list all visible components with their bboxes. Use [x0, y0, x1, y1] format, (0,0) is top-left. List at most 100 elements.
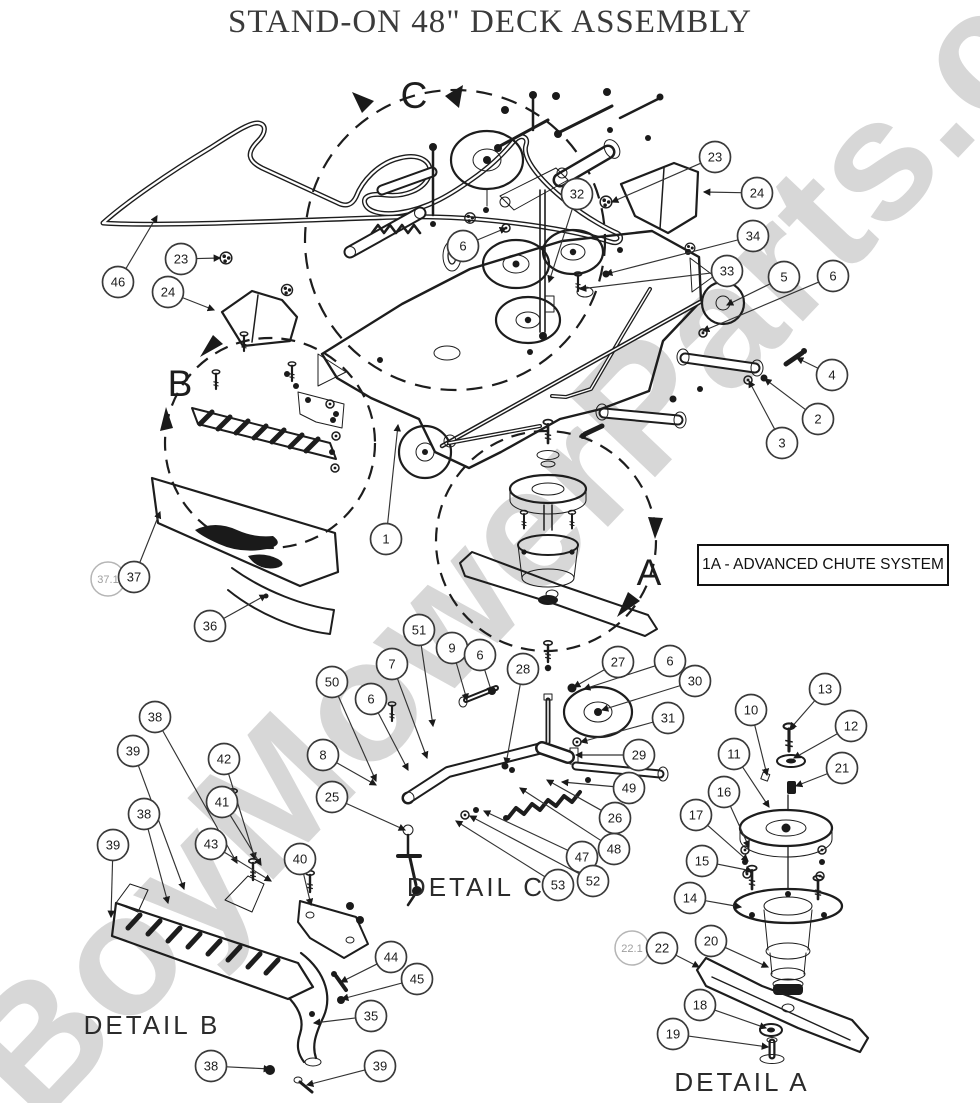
svg-text:37: 37: [127, 570, 141, 585]
callout-16: 16: [707, 775, 750, 849]
callout-38: 38: [194, 1049, 272, 1083]
callout-38: 38: [127, 797, 170, 905]
callout-44: 44: [339, 940, 408, 983]
advanced-chute-note: 1A - ADVANCED CHUTE SYSTEM: [697, 544, 949, 586]
callout-51: 51: [402, 613, 436, 728]
callout-9: 9: [435, 631, 469, 702]
lift-linkage: [439, 270, 807, 449]
callout-14: 14: [673, 881, 743, 915]
callout-38: 38: [138, 700, 238, 864]
callout-31: 31: [579, 701, 685, 744]
svg-text:13: 13: [818, 682, 832, 697]
svg-text:6: 6: [367, 692, 374, 707]
callout-6: 6: [582, 644, 687, 691]
svg-text:24: 24: [750, 186, 764, 201]
callout-46: 46: [101, 215, 158, 299]
svg-text:16: 16: [717, 785, 731, 800]
callout-53: 53: [455, 820, 575, 902]
svg-text:8: 8: [319, 748, 326, 763]
callout-6: 6: [354, 682, 409, 771]
svg-text:42: 42: [217, 752, 231, 767]
callout-21: 21: [794, 751, 859, 788]
page-title: STAND-ON 48" DECK ASSEMBLY: [228, 4, 752, 40]
svg-text:15: 15: [695, 854, 709, 869]
svg-text:53: 53: [551, 878, 565, 893]
svg-text:52: 52: [586, 874, 600, 889]
svg-text:28: 28: [516, 662, 530, 677]
idler-arm-assembly: [343, 91, 664, 340]
callout-48: 48: [519, 787, 631, 866]
callout-24: 24: [151, 275, 216, 312]
callout-50: 50: [315, 665, 377, 783]
svg-text:31: 31: [661, 711, 675, 726]
callout-10: 10: [734, 693, 770, 777]
svg-text:11: 11: [727, 747, 741, 762]
svg-text:19: 19: [666, 1027, 680, 1042]
svg-text:38: 38: [148, 710, 162, 725]
callout-17: 17: [679, 798, 749, 862]
svg-text:4: 4: [828, 368, 835, 383]
callout-15: 15: [685, 844, 754, 878]
callout-7: 7: [375, 647, 429, 760]
detail-circle-c: [303, 85, 607, 392]
svg-text:36: 36: [203, 619, 217, 634]
svg-text:37.1: 37.1: [97, 574, 118, 586]
svg-text:6: 6: [476, 648, 483, 663]
callout-36: 36: [193, 594, 267, 643]
svg-text:5: 5: [780, 270, 787, 285]
detail-label: DETAIL B: [84, 1010, 221, 1040]
callout-49: 49: [560, 771, 646, 805]
svg-text:18: 18: [693, 998, 707, 1013]
svg-text:3: 3: [778, 436, 785, 451]
svg-text:24: 24: [161, 285, 175, 300]
callout-22.1: 22.1: [614, 930, 650, 966]
callout-29: 29: [574, 738, 656, 772]
section-letter: B: [168, 363, 193, 404]
svg-text:38: 38: [137, 807, 151, 822]
svg-text:27: 27: [611, 655, 625, 670]
svg-text:48: 48: [607, 842, 621, 857]
callout-28: 28: [503, 652, 540, 766]
detail-label: DETAIL C: [407, 872, 545, 902]
chute-cover-left: [219, 251, 299, 348]
callout-47: 47: [482, 810, 599, 874]
svg-text:14: 14: [683, 891, 697, 906]
svg-text:23: 23: [174, 252, 188, 267]
callout-5: 5: [725, 260, 801, 306]
callout-1: 1: [369, 423, 403, 556]
detail-a-assembly: [695, 721, 870, 1064]
svg-text:40: 40: [293, 852, 307, 867]
svg-text:23: 23: [708, 150, 722, 165]
svg-text:30: 30: [688, 674, 702, 689]
callout-23: 23: [610, 140, 732, 203]
svg-text:6: 6: [666, 654, 673, 669]
callout-26: 26: [546, 779, 632, 835]
callout-35: 35: [312, 999, 388, 1033]
callout-3: 3: [748, 380, 799, 460]
callout-2: 2: [764, 378, 835, 436]
callout-41: 41: [205, 785, 262, 866]
svg-text:41: 41: [215, 795, 229, 810]
svg-text:22: 22: [655, 941, 669, 956]
callout-52: 52: [469, 815, 610, 898]
callout-30: 30: [600, 664, 712, 712]
chute-cover-right: [599, 161, 700, 254]
callout-37: 37: [117, 510, 162, 594]
callout-11: 11: [717, 737, 770, 808]
detail-b-assembly: [110, 700, 397, 1094]
svg-text:20: 20: [704, 934, 718, 949]
callout-22: 22: [645, 931, 700, 968]
svg-text:17: 17: [689, 808, 703, 823]
svg-text:46: 46: [111, 275, 125, 290]
section-letter: A: [637, 552, 662, 593]
svg-text:39: 39: [106, 838, 120, 853]
svg-text:22.1: 22.1: [621, 943, 642, 955]
spindle-pulleys: [442, 129, 605, 345]
svg-text:32: 32: [570, 187, 584, 202]
svg-text:35: 35: [364, 1009, 378, 1024]
belt: [103, 123, 621, 243]
svg-text:7: 7: [388, 657, 395, 672]
callout-13: 13: [789, 672, 842, 730]
callout-20: 20: [694, 924, 770, 968]
